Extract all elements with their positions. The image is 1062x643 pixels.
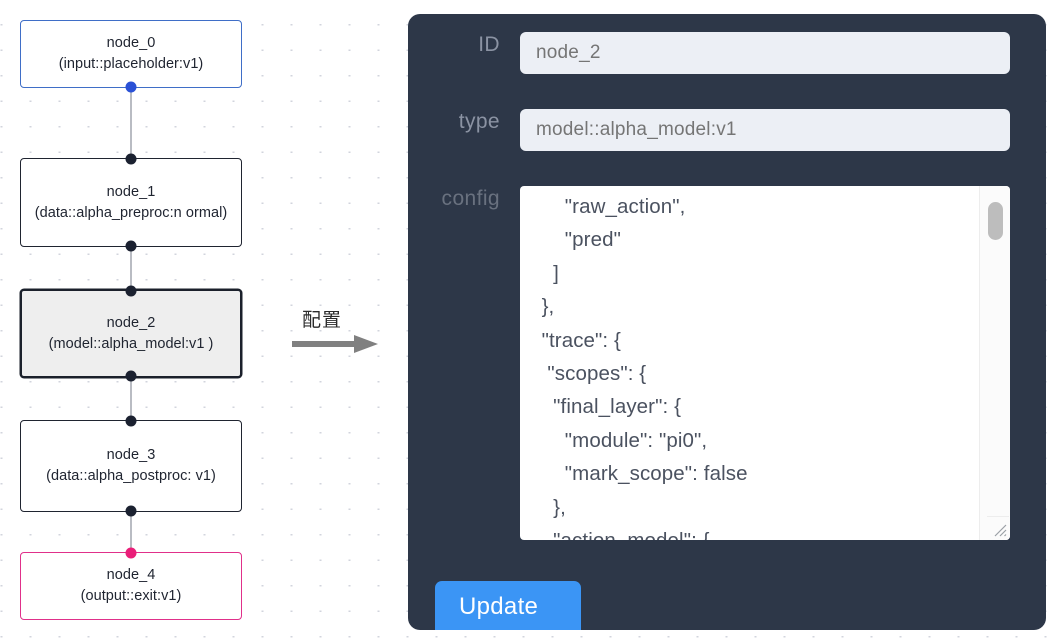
node-handle-bottom-icon[interactable]	[125, 505, 137, 517]
graph-node-node_0[interactable]: node_0 (input::placeholder:v1)	[20, 20, 242, 93]
update-button[interactable]: Update	[435, 581, 581, 630]
node-handle-top-icon[interactable]	[125, 285, 137, 297]
node-type-label: (model::alpha_model:v1 )	[48, 335, 214, 352]
graph-node-node_3[interactable]: node_3 (data::alpha_postproc: v1)	[20, 415, 242, 517]
graph-node-node_1[interactable]: node_1 (data::alpha_preproc:n ormal)	[20, 153, 242, 252]
node-handle-top-icon[interactable]	[125, 153, 137, 165]
config-textarea-wrapper[interactable]: "raw_action", "pred" ] }, "trace": { "sc…	[520, 186, 1010, 540]
resize-grip-icon[interactable]	[987, 516, 1009, 539]
node-handle-bottom-icon[interactable]	[125, 370, 137, 382]
node-id-label: node_2	[106, 314, 156, 331]
node-inspector-panel: ID type config "raw_action", "pred" ] },…	[408, 14, 1046, 630]
node-type-label: (output::exit:v1)	[80, 588, 182, 604]
id-input[interactable]	[520, 32, 1010, 74]
node-id-label: node_0	[106, 35, 156, 51]
node-handle-top-icon[interactable]	[125, 547, 137, 559]
node-id-label: node_4	[106, 567, 156, 583]
type-input[interactable]	[520, 109, 1010, 151]
flow-arrow-icon	[292, 333, 380, 355]
edge-node2-node3	[130, 378, 132, 420]
edge-node1-node2	[130, 247, 132, 289]
edge-node3-node4	[130, 512, 132, 552]
field-row-id: ID	[416, 32, 1010, 74]
field-row-config: config "raw_action", "pred" ] }, "trace"…	[416, 186, 1010, 540]
graph-node-node_4[interactable]: node_4 (output::exit:v1)	[20, 547, 242, 620]
config-field-label: config	[441, 187, 500, 210]
node-type-label: (data::alpha_postproc: v1)	[46, 468, 216, 484]
node-type-label: (data::alpha_preproc:n ormal)	[34, 204, 228, 221]
graph-node-node_2[interactable]: node_2 (model::alpha_model:v1 )	[20, 285, 242, 382]
type-field-label: type	[458, 110, 500, 133]
node-handle-top-icon[interactable]	[125, 415, 137, 427]
node-handle-bottom-icon[interactable]	[125, 81, 137, 93]
config-textarea[interactable]: "raw_action", "pred" ] }, "trace": { "sc…	[541, 195, 748, 540]
node-id-label: node_1	[106, 183, 156, 200]
edge-node0-node1	[130, 88, 132, 158]
id-field-label: ID	[478, 33, 500, 56]
config-scrollbar-thumb[interactable]	[988, 202, 1003, 240]
config-scrollbar[interactable]	[979, 186, 1010, 540]
node-id-label: node_3	[106, 447, 156, 463]
flow-label: 配置	[302, 310, 343, 331]
node-type-label: (input::placeholder:v1)	[58, 56, 204, 72]
field-row-type: type	[416, 109, 1010, 151]
node-handle-bottom-icon[interactable]	[125, 240, 137, 252]
